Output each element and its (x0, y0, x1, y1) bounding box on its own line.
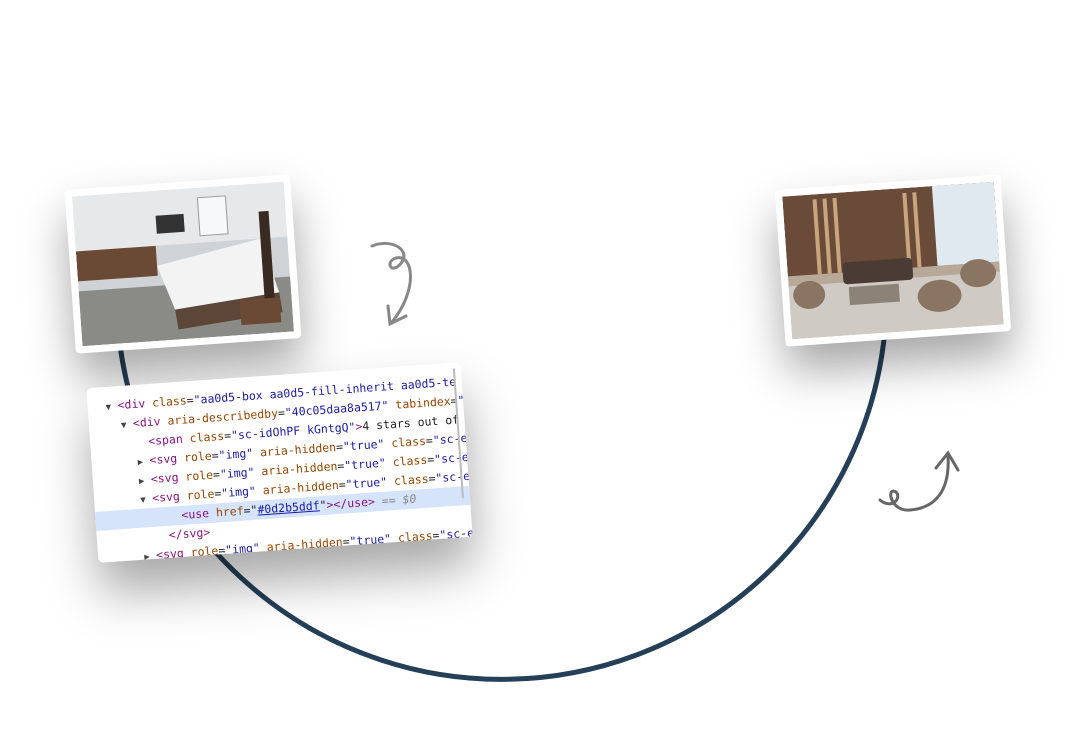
code-token: "sc-e (434, 468, 471, 486)
code-token: class (393, 471, 430, 489)
code-token: class (189, 428, 225, 446)
code-token: "img" (219, 464, 255, 482)
code-token: class (151, 393, 188, 410)
hotel-lobby-photo (774, 174, 1012, 347)
curly-arrow-down-icon (370, 241, 412, 327)
code-token: == $0 (374, 491, 417, 509)
code-token: aria-hidden (262, 477, 340, 498)
code-token: class (392, 452, 428, 470)
code-token: aria-hidden (259, 440, 337, 460)
code-token: "sc-e (432, 430, 468, 448)
code-token: <svg (151, 488, 188, 505)
code-token: <svg (149, 450, 185, 468)
spacer (170, 519, 182, 520)
code-token: tabindex (394, 393, 452, 412)
code-token: <div (117, 395, 153, 413)
devtools-code-snippet: ▼<div class="aa0d5-box aa0d5-fill-inheri… (86, 362, 473, 563)
curly-arrow-up-icon (878, 450, 960, 512)
code-token: "img" (218, 445, 254, 463)
code-token: role (184, 467, 214, 484)
code-token: <span (147, 431, 191, 449)
code-token: "true" (342, 436, 385, 454)
code-token: =" (243, 502, 258, 518)
code-lines: ▼<div class="aa0d5-box aa0d5-fill-inheri… (87, 372, 473, 563)
code-token: <div (132, 413, 168, 431)
bedroom-image (72, 181, 294, 347)
lobby-image (782, 181, 1004, 340)
code-token: role (186, 486, 215, 503)
spacer (157, 539, 169, 540)
code-token: ></use> (326, 494, 376, 512)
code-token: "img" (220, 483, 257, 501)
code-token: "true" (345, 474, 388, 492)
code-token: #0d2b5ddf (256, 498, 321, 517)
code-token: aria-hidden (260, 458, 338, 479)
code-token: href (215, 503, 245, 520)
hotel-bedroom-photo (64, 174, 302, 354)
code-token: <use (180, 505, 217, 522)
code-token: "sc-e (433, 449, 470, 467)
code-token: "true" (343, 455, 387, 473)
code-token: </svg> (168, 525, 211, 542)
spacer (136, 445, 148, 446)
code-token: class (390, 433, 427, 451)
code-token: role (183, 448, 213, 465)
code-token: <svg (150, 469, 186, 486)
